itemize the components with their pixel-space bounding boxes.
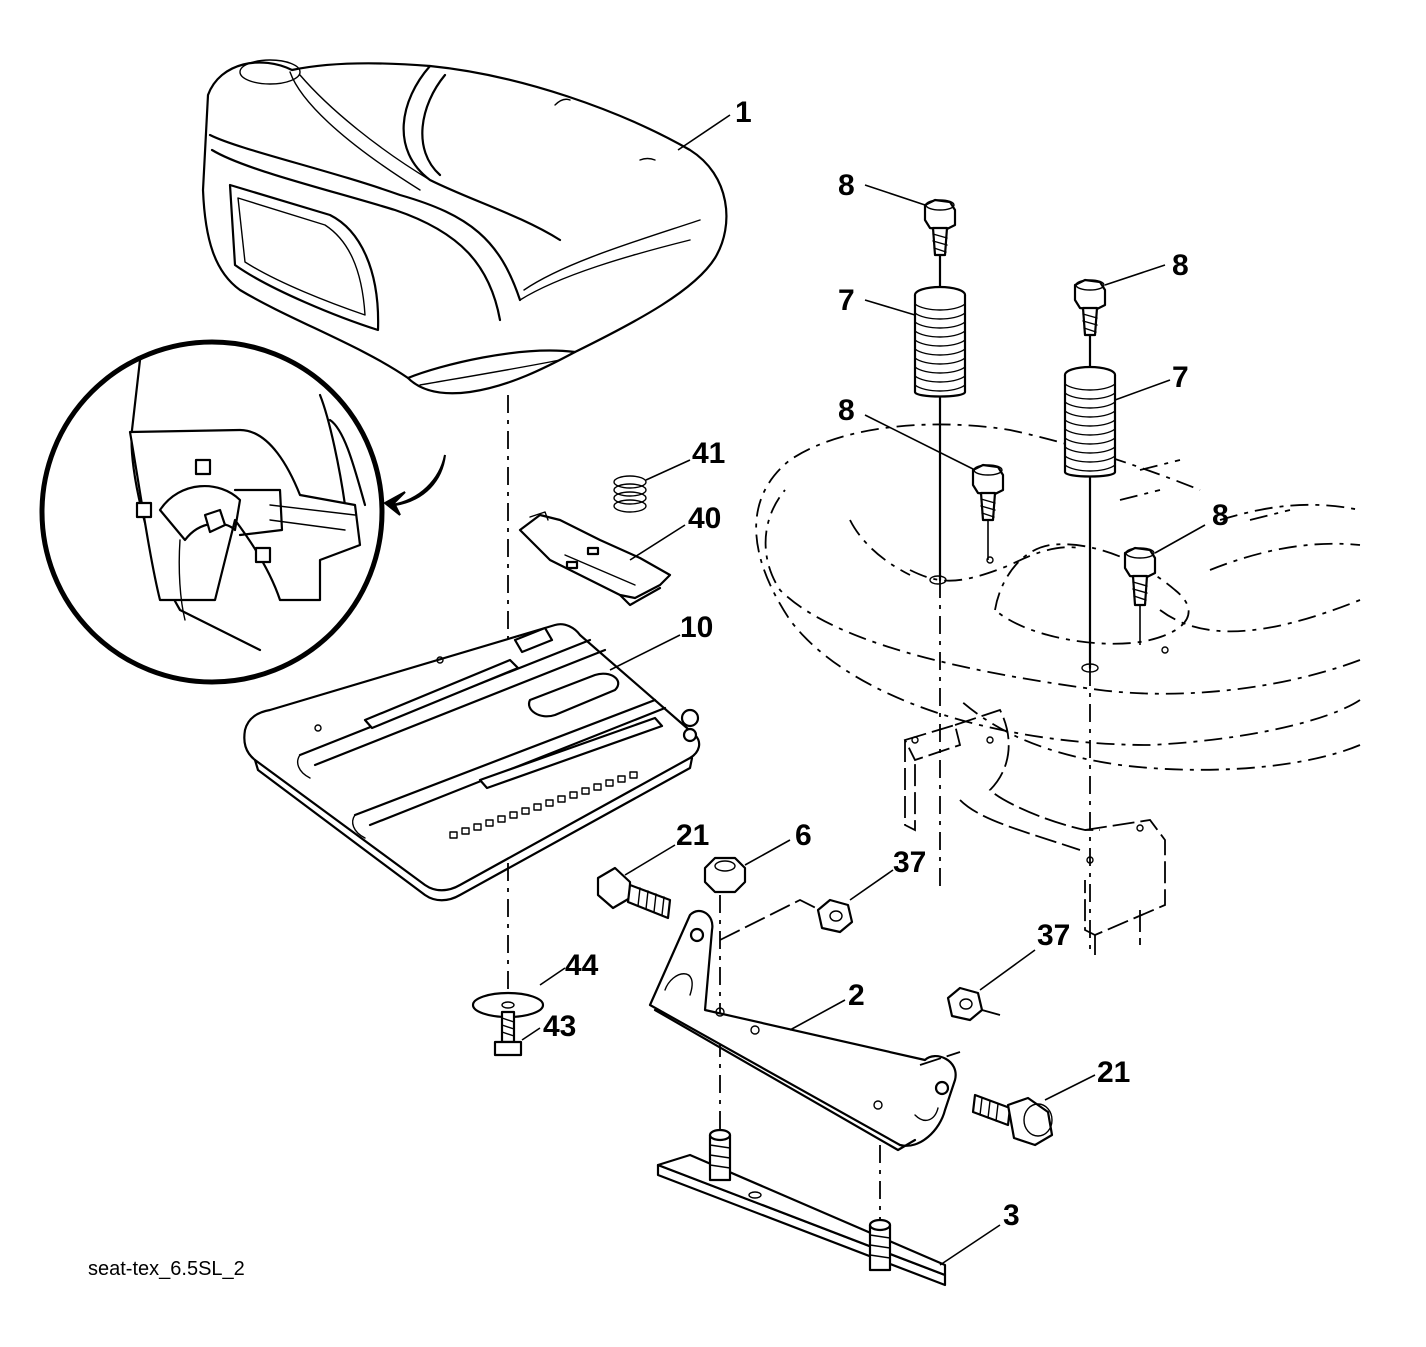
callout-3: 3: [1003, 1199, 1020, 1232]
bolt-43: 43: [493, 1010, 576, 1057]
callout-10: 10: [680, 611, 713, 644]
chassis-phantom: [755, 423, 1361, 771]
bolt-21-upper: 21: [596, 819, 709, 920]
detail-inset: [39, 339, 446, 685]
latch-40: 40: [518, 502, 721, 607]
callout-1: 1: [735, 96, 752, 129]
callout-37-upper: 37: [893, 846, 926, 879]
callout-7-left: 7: [838, 284, 855, 317]
callout-43: 43: [543, 1010, 576, 1043]
rear-bracket-phantom: [903, 708, 1166, 955]
callout-6: 6: [795, 819, 812, 852]
spring-7-left: 7: [838, 284, 967, 398]
nut-37-lower: 37: [946, 919, 1070, 1022]
figure-caption: seat-tex_6.5SL_2: [88, 1258, 245, 1280]
seat-part: [201, 59, 728, 395]
callout-21-upper: 21: [676, 819, 709, 852]
bracket-2: 2: [648, 909, 961, 1152]
nut-6: 6: [703, 819, 812, 894]
seat-pan-10: 10: [243, 611, 713, 902]
bolt-8-mid: 8: [838, 394, 1005, 560]
callout-8-right: 8: [1212, 499, 1229, 532]
spring-41: 41: [613, 437, 725, 513]
bolt-8-top-left: 8: [838, 169, 957, 257]
adjustment-slots: [449, 771, 638, 839]
plate-3: 3: [656, 1128, 1020, 1287]
bolt-8-right: 8: [1123, 499, 1229, 645]
callout-40: 40: [688, 502, 721, 535]
bolt-8-top-right: 8: [1073, 249, 1189, 337]
callout-2: 2: [848, 979, 865, 1012]
nut-37-upper: 37: [719, 846, 926, 941]
callout-41: 41: [692, 437, 725, 470]
callout-37-lower: 37: [1037, 919, 1070, 952]
callout-8-top-left: 8: [838, 169, 855, 202]
callout-7-right: 7: [1172, 361, 1189, 394]
callout-44: 44: [565, 949, 599, 982]
callout-group-1: 1: [677, 96, 752, 151]
callout-8-top-right: 8: [1172, 249, 1189, 282]
callout-8-mid: 8: [838, 394, 855, 427]
bolt-21-lower: 21: [971, 1056, 1130, 1147]
spring-7-right: 7: [1063, 361, 1189, 478]
washer-44: 44: [471, 949, 599, 1019]
callout-21-lower: 21: [1097, 1056, 1130, 1089]
